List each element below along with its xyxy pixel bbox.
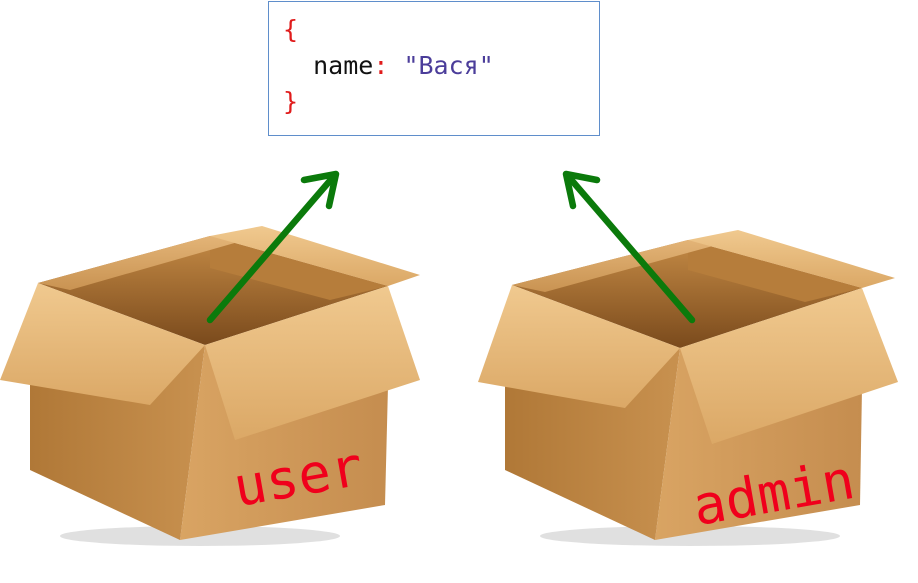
property-value: "Вася" bbox=[403, 51, 494, 80]
user-box: user bbox=[0, 226, 420, 546]
object-open-line: { bbox=[283, 12, 599, 48]
object-property-line: name: "Вася" bbox=[283, 48, 599, 84]
close-brace: } bbox=[283, 87, 299, 116]
object-close-line: } bbox=[283, 84, 599, 120]
user-reference-arrow bbox=[206, 170, 340, 324]
open-brace: { bbox=[283, 15, 299, 44]
admin-box: admin bbox=[478, 230, 898, 546]
property-colon: : bbox=[373, 51, 389, 80]
object-box: { name: "Вася" } bbox=[268, 1, 600, 136]
property-key: name bbox=[313, 51, 374, 80]
admin-reference-arrow bbox=[562, 170, 696, 324]
